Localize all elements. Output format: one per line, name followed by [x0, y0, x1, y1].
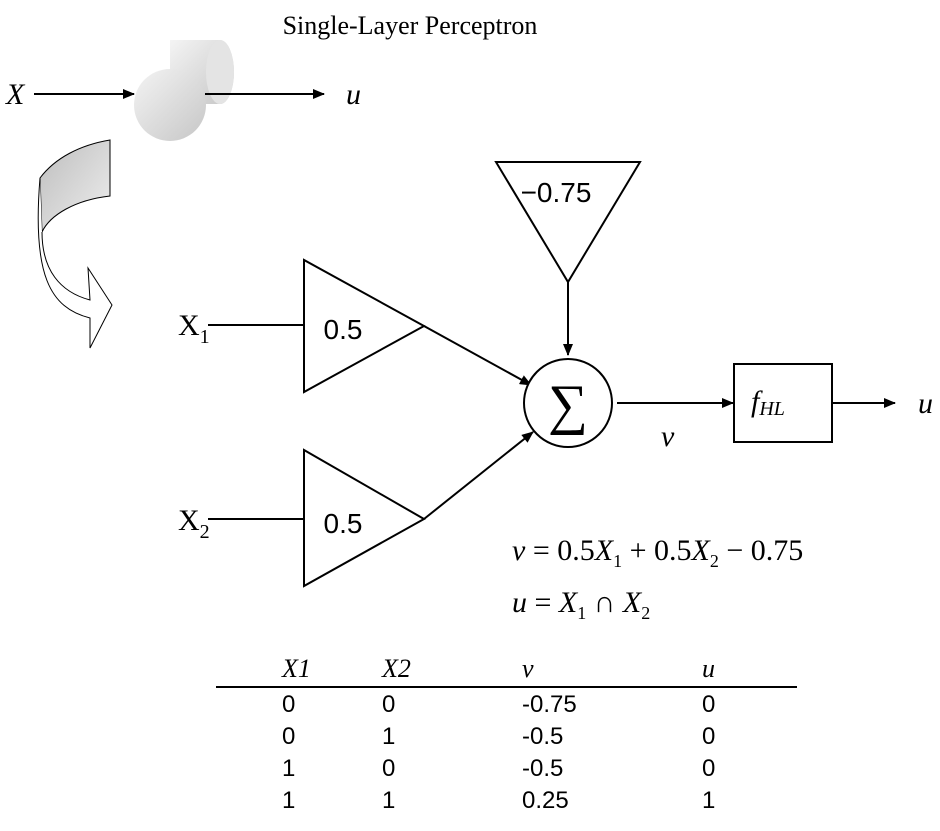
table-body: 0 0 -0.75 0 0 1 -0.5 0 1 0 -0.5 0 1 1 0.…: [216, 687, 797, 817]
table-cell: 0: [702, 691, 716, 718]
table-cell: 1: [282, 755, 296, 782]
table-header-cell: v: [522, 654, 534, 683]
truth-table-grid: X1 X2 v u 0 0 -0.75 0 0 1 -0.5 0 1 0 -0.…: [216, 654, 797, 817]
input2-weight-label: 0.5: [324, 508, 363, 539]
sum-output-label: v: [661, 420, 675, 453]
table-cell: -0.75: [522, 691, 577, 718]
equation-v: v = 0.5X1 + 0.5X2 − 0.75: [512, 534, 803, 571]
table-cell: -0.5: [522, 755, 564, 782]
table-cell: 0: [382, 691, 396, 718]
table-row: 0 1 -0.5 0: [216, 721, 797, 753]
input1-label: X1: [178, 309, 210, 348]
table-cell: 0: [702, 723, 716, 750]
table-row: 1 0 -0.5 0: [216, 753, 797, 785]
table-row: 1 1 0.25 1: [216, 785, 797, 817]
diagram-title: Single-Layer Perceptron: [283, 11, 538, 40]
bias-weight-triangle: [494, 161, 642, 284]
table-header-cell: X2: [382, 654, 411, 683]
bias-weight-label: −0.75: [521, 177, 592, 208]
final-output-label: u: [918, 387, 933, 420]
table-header-cell: u: [702, 654, 715, 683]
table-cell: 1: [382, 723, 396, 750]
table-cell: 1: [382, 787, 396, 814]
table-cell: 1: [702, 787, 716, 814]
input2-to-sum-arrow: [423, 431, 534, 520]
input2-weight-triangle: [303, 448, 427, 588]
table-cell: 0: [382, 755, 396, 782]
table-header-row: X1 X2 v u: [216, 654, 797, 687]
table-cell: 0.25: [522, 787, 569, 814]
input1-to-sum-arrow: [423, 325, 532, 386]
top-input-label: X: [5, 78, 26, 111]
table-cell: -0.5: [522, 723, 564, 750]
cylinder-icon: [134, 40, 234, 141]
equation-u: u = X1 ∩ X2: [512, 586, 650, 623]
table-cell: 1: [282, 787, 296, 814]
input2-label: X2: [178, 504, 210, 543]
curved-arrow-icon: [37, 139, 113, 349]
table-cell: 0: [282, 691, 296, 718]
top-output-label: u: [346, 78, 361, 111]
summation-node: [523, 358, 613, 448]
input1-weight-label: 0.5: [324, 314, 363, 345]
table-header-cell: X1: [282, 654, 311, 683]
table-cell: 0: [702, 755, 716, 782]
table-cell: 0: [282, 723, 296, 750]
input1-weight-triangle: [303, 258, 427, 394]
table-row: 0 0 -0.75 0: [216, 689, 797, 721]
summation-symbol: ∑: [548, 374, 588, 436]
activation-function-box: [733, 363, 833, 443]
